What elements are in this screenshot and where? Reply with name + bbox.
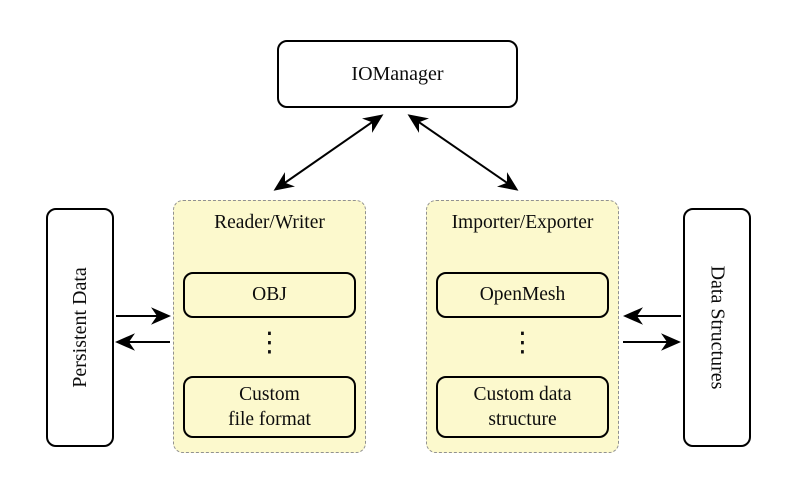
node-data-structures: Data Structures [683,208,751,447]
node-iomanager-label: IOManager [351,62,444,85]
node-custom-data-structure-line1: Custom data [473,383,572,405]
node-custom-data-structure: Custom data structure [436,376,609,438]
node-obj-label: OBJ [252,284,287,306]
node-custom-file-format-line1: Custom [239,383,300,405]
group-importer-exporter: Importer/Exporter OpenMesh ⋮ Custom data… [426,200,619,453]
node-data-structures-label: Data Structures [706,265,729,390]
group-importer-exporter-title: Importer/Exporter [451,212,594,233]
node-persistent-data: Persistent Data [46,208,114,447]
arrow-iomanager-reader-writer [273,114,384,191]
group-reader-writer: Reader/Writer OBJ ⋮ Custom file format [173,200,366,453]
group-reader-writer-title: Reader/Writer [214,212,325,233]
node-custom-data-structure-line2: structure [488,409,557,430]
node-openmesh-label: OpenMesh [479,284,566,306]
vertical-ellipsis-icon: ⋮ [256,327,283,358]
vertical-ellipsis-icon: ⋮ [509,327,536,358]
node-obj: OBJ [183,272,356,318]
node-custom-file-format-line2: file format [228,409,311,430]
node-iomanager: IOManager [277,40,518,108]
node-openmesh: OpenMesh [436,272,609,318]
arrow-iomanager-importer-exporter [407,114,519,191]
node-persistent-data-label: Persistent Data [68,267,91,388]
node-custom-file-format: Custom file format [183,376,356,438]
